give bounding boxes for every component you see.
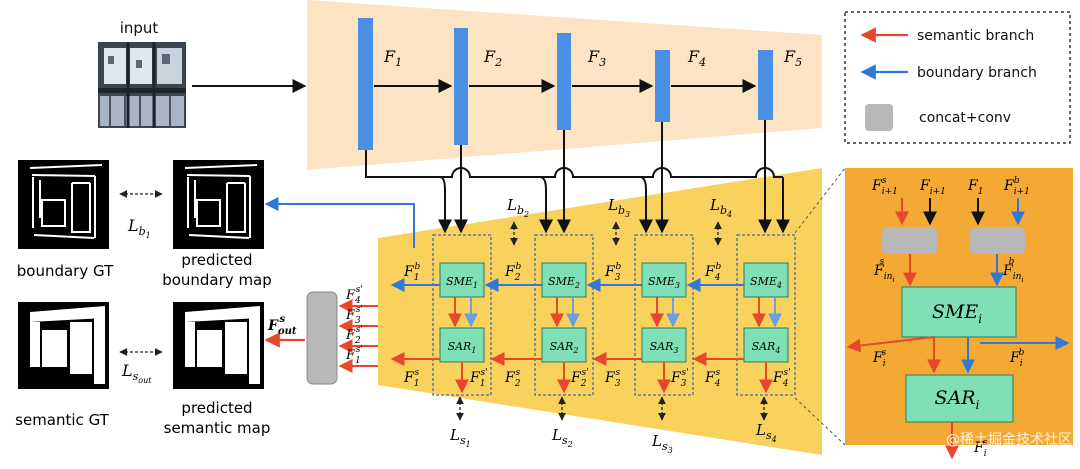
boundary-output-arrow [264,197,415,248]
legend-concat-label: concat+conv [919,110,1011,126]
predicted-semantic-label-1: predicted [181,399,252,417]
ls-label-4: Ls4 [755,421,777,444]
lb1-label: Lb1 [127,216,151,240]
sar-module-2: SAR2 [541,327,587,363]
detail-f-in-s: Finis [873,257,895,284]
zoom-guide-top [794,167,846,234]
merge-label-2: F2s' [345,325,363,346]
feature-label-4: F4 [687,47,706,69]
svg-text:SAR1: SAR1 [448,340,477,355]
detail-sar-label: SARi [935,387,980,412]
module-group-4 [736,234,796,396]
detail-f-in-b: Finib [1002,257,1024,284]
predicted-boundary-image [173,160,264,249]
lb-label-3: Lb3 [607,196,630,219]
watermark-text: @稀土掘金技术社区 [946,432,1072,448]
fs-label-4: F4s [704,368,721,389]
input-label: input [120,19,159,37]
sar-module-1: SAR1 [439,327,485,363]
merge-label-4: F4s' [345,285,363,306]
f1-branch-2 [539,176,553,234]
fs-label-3: F3s [604,368,621,389]
svg-text:SME1: SME1 [446,275,478,290]
legend-semantic-label: semantic branch [917,28,1034,44]
encoder-bar-3 [557,33,571,130]
svg-text:SAR2: SAR2 [550,340,579,355]
module-group-1 [432,234,492,396]
sme-module-3: SME3 [641,262,687,298]
detail-fi-bottom-label: Fis [973,438,988,459]
detail-concat-b [970,227,1025,254]
ls-label-3: Ls3 [651,432,673,455]
legend-concat-swatch [865,104,893,131]
svg-text:SME3: SME3 [648,275,680,290]
f1-skip-line [365,150,783,178]
lb-label-2: Lb2 [506,196,529,219]
fs-label-1: F1s [403,368,419,389]
boundary-gt-image [18,160,109,249]
sar-module-4: SAR4 [743,327,789,363]
boundary-gt-label: boundary GT [17,262,114,280]
detail-in-i1: Fi+1 [919,178,946,197]
detail-arrow-fis [846,336,935,353]
detail-fib-label: Fib [1009,348,1025,369]
svg-text:SAR4: SAR4 [752,340,781,355]
lsout-label: Lsout [121,361,152,385]
merge-concat-block [306,291,338,385]
predicted-boundary-label-1: predicted [181,251,252,269]
encoder-bar-1 [358,18,373,150]
fb-label-1: F1b [403,262,420,283]
encoder-bar-4 [655,50,670,122]
predicted-semantic-label-2: semantic map [164,419,271,437]
ls-label-1: Ls1 [449,426,471,449]
sme-module-1: SME1 [439,262,485,298]
svg-text:SAR3: SAR3 [650,340,679,355]
legend-boundary-label: boundary branch [917,65,1037,81]
feature-label-5: F5 [783,47,802,69]
decoder-region [378,168,822,455]
detail-concat-s [882,227,937,254]
ls-label-2: Ls2 [551,426,573,449]
fsp-label-1: F1s' [469,368,488,389]
detail-in-b: Fi+1b [1003,176,1030,197]
detail-in-1: F1 [967,178,983,197]
semantic-gt-image [18,302,109,389]
feature-label-3: F3 [587,47,606,69]
fsp-label-3: F3s' [670,368,689,389]
input-image [98,42,186,128]
lb-label-4: Lb4 [709,196,732,219]
detail-in-s: Fi+1s [871,176,898,197]
svg-text:SME4: SME4 [750,275,782,290]
detail-fis-label: Fis [872,348,887,369]
fb-label-3: F3b [604,262,621,283]
sme-module-4: SME4 [743,262,789,298]
fb-label-2: F2b [504,262,521,283]
fb-label-4: F4b [704,262,721,283]
predicted-semantic-image [173,302,264,389]
merge-label-3: F3s' [345,305,363,326]
merge-label-1: F1s' [345,345,363,366]
feature-label-1: F1 [383,47,402,69]
f1-branch-3 [639,176,653,234]
sar-module-3: SAR3 [641,327,687,363]
predicted-boundary-label-2: boundary map [162,271,272,289]
module-group-2 [534,234,594,396]
fsp-label-2: F2s' [570,368,589,389]
fout-label: Fouts [267,314,297,337]
detail-sme-box [901,286,1017,338]
semantic-gt-label: semantic GT [15,411,110,429]
fs-label-2: F2s [504,368,521,389]
encoder-bar-2 [454,28,468,145]
module-group-3 [634,234,694,396]
feature-label-2: F2 [483,47,502,69]
sme-module-2: SME2 [541,262,587,298]
fsp-label-4: F4s' [772,368,791,389]
encoder-bar-5 [758,50,773,120]
svg-text:SME2: SME2 [548,275,580,290]
detail-sme-label: SMEi [932,301,982,326]
f1-branch-1 [438,176,452,234]
detail-sar-box [905,374,1014,423]
